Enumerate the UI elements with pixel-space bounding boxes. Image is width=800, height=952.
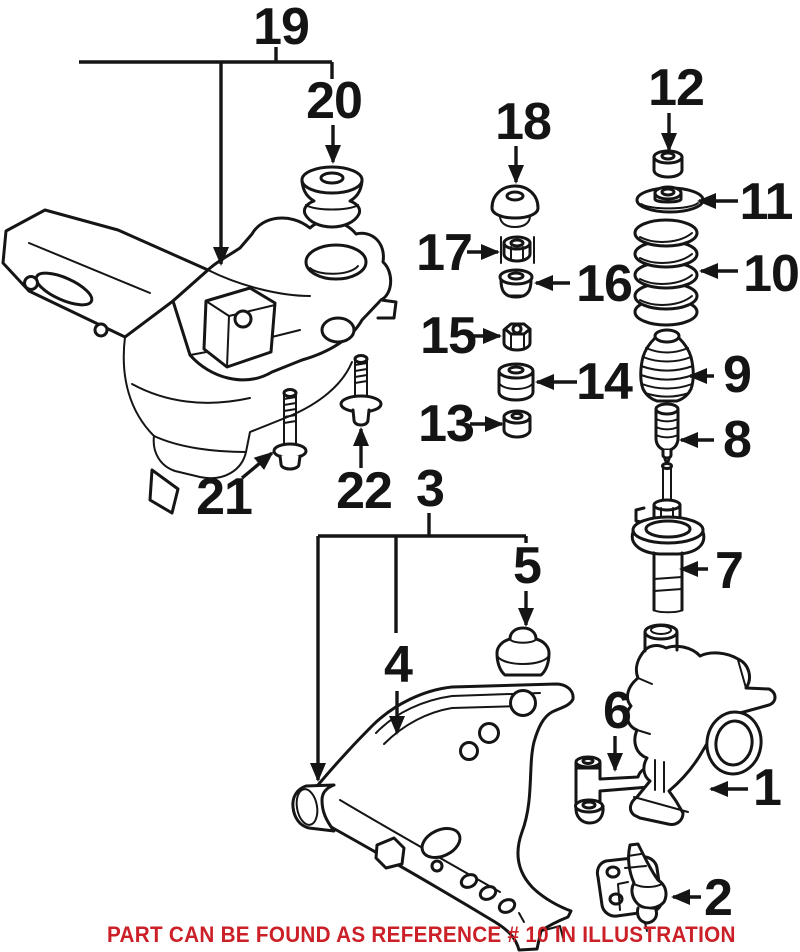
callout-18: 18 xyxy=(495,93,552,151)
callout-4: 4 xyxy=(384,636,413,694)
callout-3-bracket xyxy=(310,513,528,782)
part-15-nut-drawing xyxy=(502,322,532,352)
callout-3: 3 xyxy=(416,460,445,518)
part-2-ball-joint-drawing xyxy=(595,842,668,932)
callout-17: 17 xyxy=(416,224,473,282)
reference-caption: PART CAN BE FOUND AS REFERENCE # 10 IN I… xyxy=(107,922,736,947)
callout-13: 13 xyxy=(418,395,475,453)
callout-6: 6 xyxy=(603,682,632,740)
callout-15: 15 xyxy=(420,307,477,365)
part-3-control-arm-drawing xyxy=(291,682,575,952)
callout-21: 21 xyxy=(196,468,253,526)
part-11-spring-seat-drawing xyxy=(635,185,705,214)
part-14-bushing-drawing xyxy=(497,362,535,402)
callout-20: 20 xyxy=(306,72,363,130)
callout-19: 19 xyxy=(253,0,310,56)
callout-14: 14 xyxy=(576,353,633,411)
callout-2: 2 xyxy=(704,869,733,927)
callout-9: 9 xyxy=(723,346,752,404)
callout-16: 16 xyxy=(576,255,633,313)
part-7-strut-drawing xyxy=(630,462,706,614)
part-22-bolt-drawing xyxy=(339,354,383,427)
callout-19-bracket xyxy=(79,47,334,266)
callout-22: 22 xyxy=(336,462,393,520)
callout-7: 7 xyxy=(715,542,744,600)
part-10-coil-spring-drawing xyxy=(633,218,699,327)
callout-11: 11 xyxy=(739,173,794,231)
callout-12: 12 xyxy=(648,59,705,117)
part-9-strut-boot-drawing xyxy=(639,328,695,403)
part-1-knuckle-drawing xyxy=(625,623,777,826)
part-18-cap-drawing xyxy=(490,184,540,228)
callout-8: 8 xyxy=(723,411,752,469)
part-17-lock-nut-drawing xyxy=(500,235,535,264)
part-20-mount-grommet-drawing xyxy=(300,165,364,229)
part-12-bushing-drawing xyxy=(652,149,684,179)
callout-5: 5 xyxy=(513,537,542,595)
callout-1: 1 xyxy=(753,759,782,817)
callout-10: 10 xyxy=(743,245,800,303)
part-5-bushing-drawing xyxy=(495,626,551,677)
callout-21-arrow xyxy=(240,451,274,480)
part-16-bushing-drawing xyxy=(498,268,534,299)
part-13-bushing-drawing xyxy=(502,409,532,439)
part-8-bump-stop-drawing xyxy=(654,402,680,466)
part-21-bolt-drawing xyxy=(272,388,308,471)
